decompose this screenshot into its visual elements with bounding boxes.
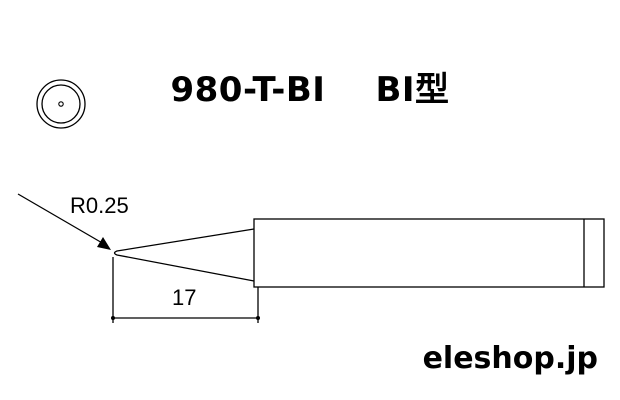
radius-leader [17, 193, 111, 250]
model-number: 980-T-BI [170, 70, 326, 110]
shank-outline [253, 218, 605, 288]
end-view-outer-ring [36, 79, 86, 129]
tip-radius-label: R0.25 [70, 193, 129, 218]
taper-length-label: 17 [172, 285, 197, 310]
page-title: 980-T-BI BI型 [0, 73, 620, 107]
tip-side-view [113, 218, 605, 288]
tip-end-view [36, 79, 86, 129]
tip-type: BI型 [375, 70, 450, 110]
radius-leader-line [17, 193, 105, 245]
taper-outline [113, 228, 255, 282]
radius-arrowhead [97, 237, 111, 250]
taper-length-dimension [111, 257, 260, 323]
end-view-inner-ring [41, 84, 81, 124]
end-view-center-point [58, 101, 64, 107]
dimension-dot-right [256, 316, 260, 320]
site-watermark: eleshop.jp [422, 341, 598, 376]
dimension-dot-left [111, 316, 115, 320]
